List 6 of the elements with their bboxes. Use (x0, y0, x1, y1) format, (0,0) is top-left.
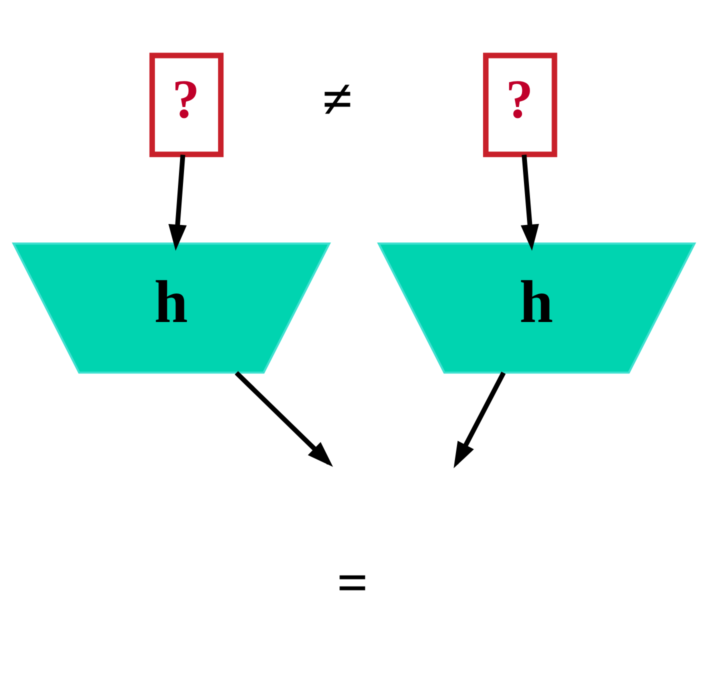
label: = (336, 552, 368, 614)
arrow (520, 154, 539, 251)
label: ≠ (322, 68, 353, 130)
node-box: ? (149, 52, 224, 158)
arrow (168, 154, 187, 251)
node-box: ? (483, 52, 558, 158)
